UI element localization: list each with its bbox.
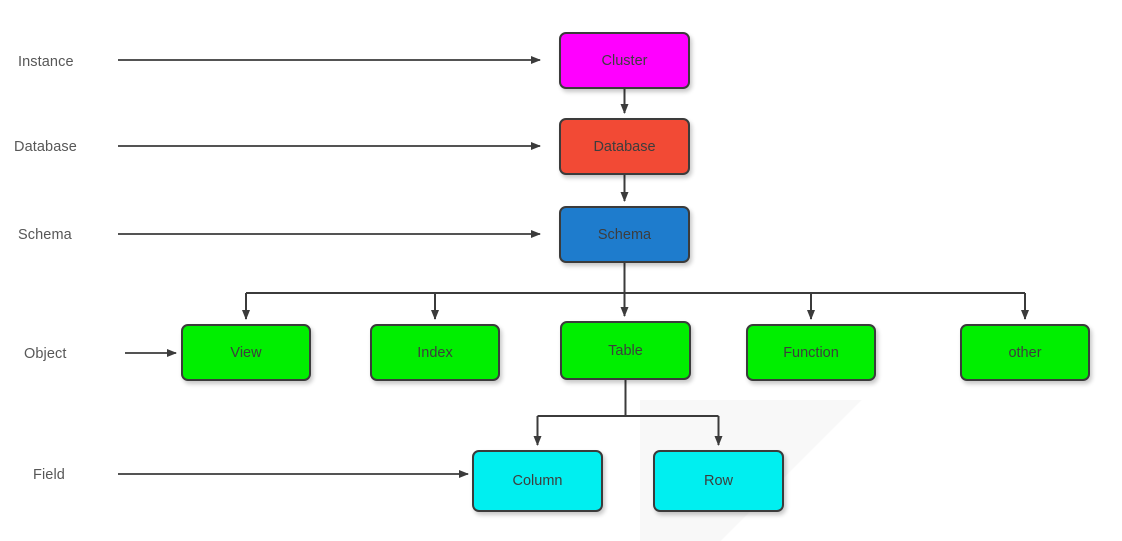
node-schema[interactable]: Schema xyxy=(559,206,690,263)
node-table[interactable]: Table xyxy=(560,321,691,380)
row-label-field: Field xyxy=(33,467,65,483)
row-label-database: Database xyxy=(14,139,77,155)
node-cluster[interactable]: Cluster xyxy=(559,32,690,89)
row-label-schema: Schema xyxy=(18,227,72,243)
node-index[interactable]: Index xyxy=(370,324,500,381)
node-view[interactable]: View xyxy=(181,324,311,381)
row-label-object: Object xyxy=(24,346,67,362)
node-database[interactable]: Database xyxy=(559,118,690,175)
flow-schema-bus xyxy=(246,263,1025,294)
node-function[interactable]: Function xyxy=(746,324,876,381)
node-other[interactable]: other xyxy=(960,324,1090,381)
flow-table-bus xyxy=(537,380,719,417)
node-row[interactable]: Row xyxy=(653,450,784,512)
row-label-instance: Instance xyxy=(18,54,74,70)
node-column[interactable]: Column xyxy=(472,450,603,512)
